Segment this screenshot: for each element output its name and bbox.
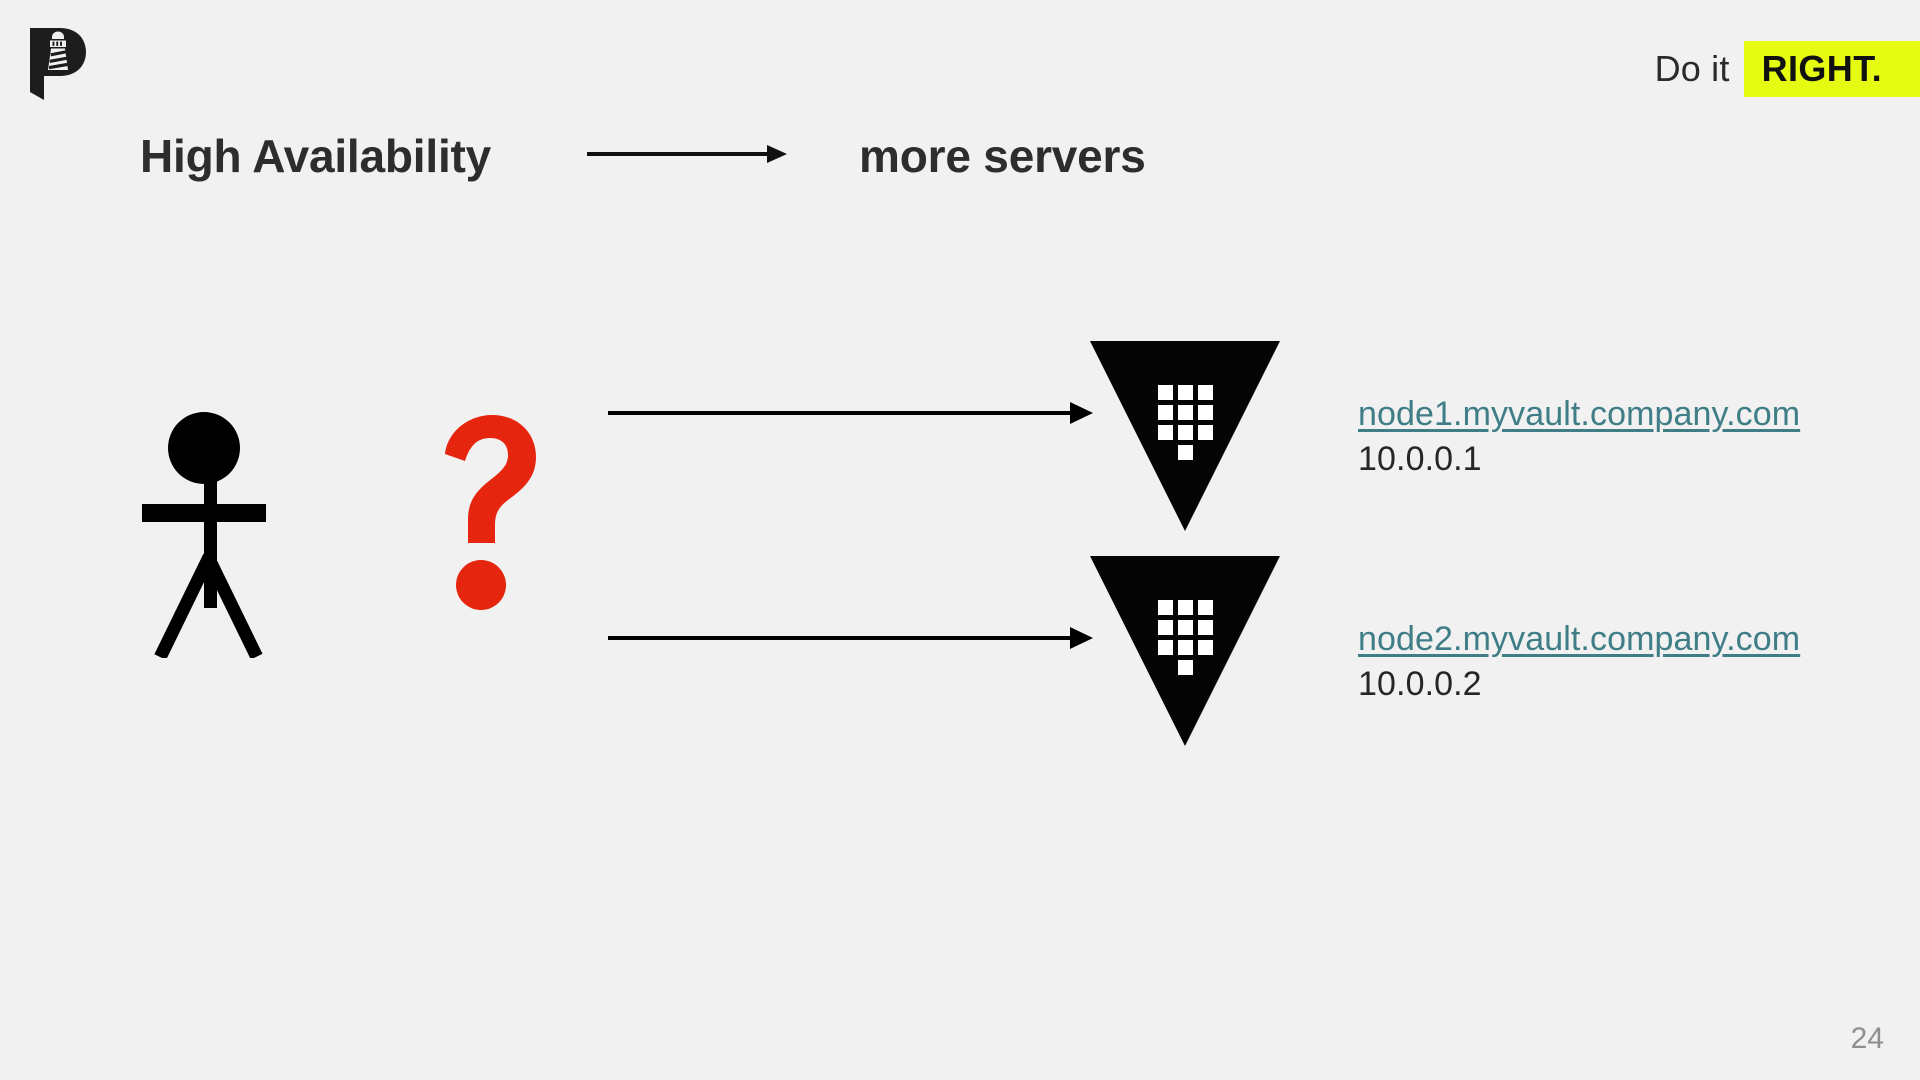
stick-figure-icon bbox=[140, 408, 290, 660]
node2-hostname-link[interactable]: node2.myvault.company.com bbox=[1358, 620, 1801, 658]
headline-right: more servers bbox=[859, 130, 1146, 182]
lighthouse-p-logo-icon bbox=[26, 26, 88, 102]
vault-triangle-icon-node1 bbox=[1090, 341, 1280, 536]
vault-triangle-icon-node2 bbox=[1090, 556, 1280, 751]
node1-label: node1.myvault.company.com 10.0.0.1 bbox=[1358, 395, 1800, 479]
tagline-highlight: RIGHT. bbox=[1743, 41, 1920, 97]
node2-ip-address: 10.0.0.2 bbox=[1358, 665, 1482, 703]
page-number: 24 bbox=[1850, 1022, 1884, 1055]
question-mark-icon bbox=[432, 412, 542, 622]
arrow-to-node2-icon bbox=[608, 625, 1093, 656]
right-arrow-icon bbox=[587, 141, 788, 172]
tagline-prefix: Do it bbox=[1654, 48, 1730, 89]
headline-left: High Availability bbox=[140, 130, 492, 182]
node2-label: node2.myvault.company.com 10.0.0.2 bbox=[1358, 620, 1800, 704]
node1-ip-address: 10.0.0.1 bbox=[1358, 440, 1482, 478]
arrow-to-node1-icon bbox=[608, 400, 1093, 431]
tagline: Do it RIGHT. bbox=[1654, 41, 1920, 97]
node1-hostname-link[interactable]: node1.myvault.company.com bbox=[1358, 395, 1801, 433]
page-title: High Availability more servers bbox=[140, 125, 1146, 187]
